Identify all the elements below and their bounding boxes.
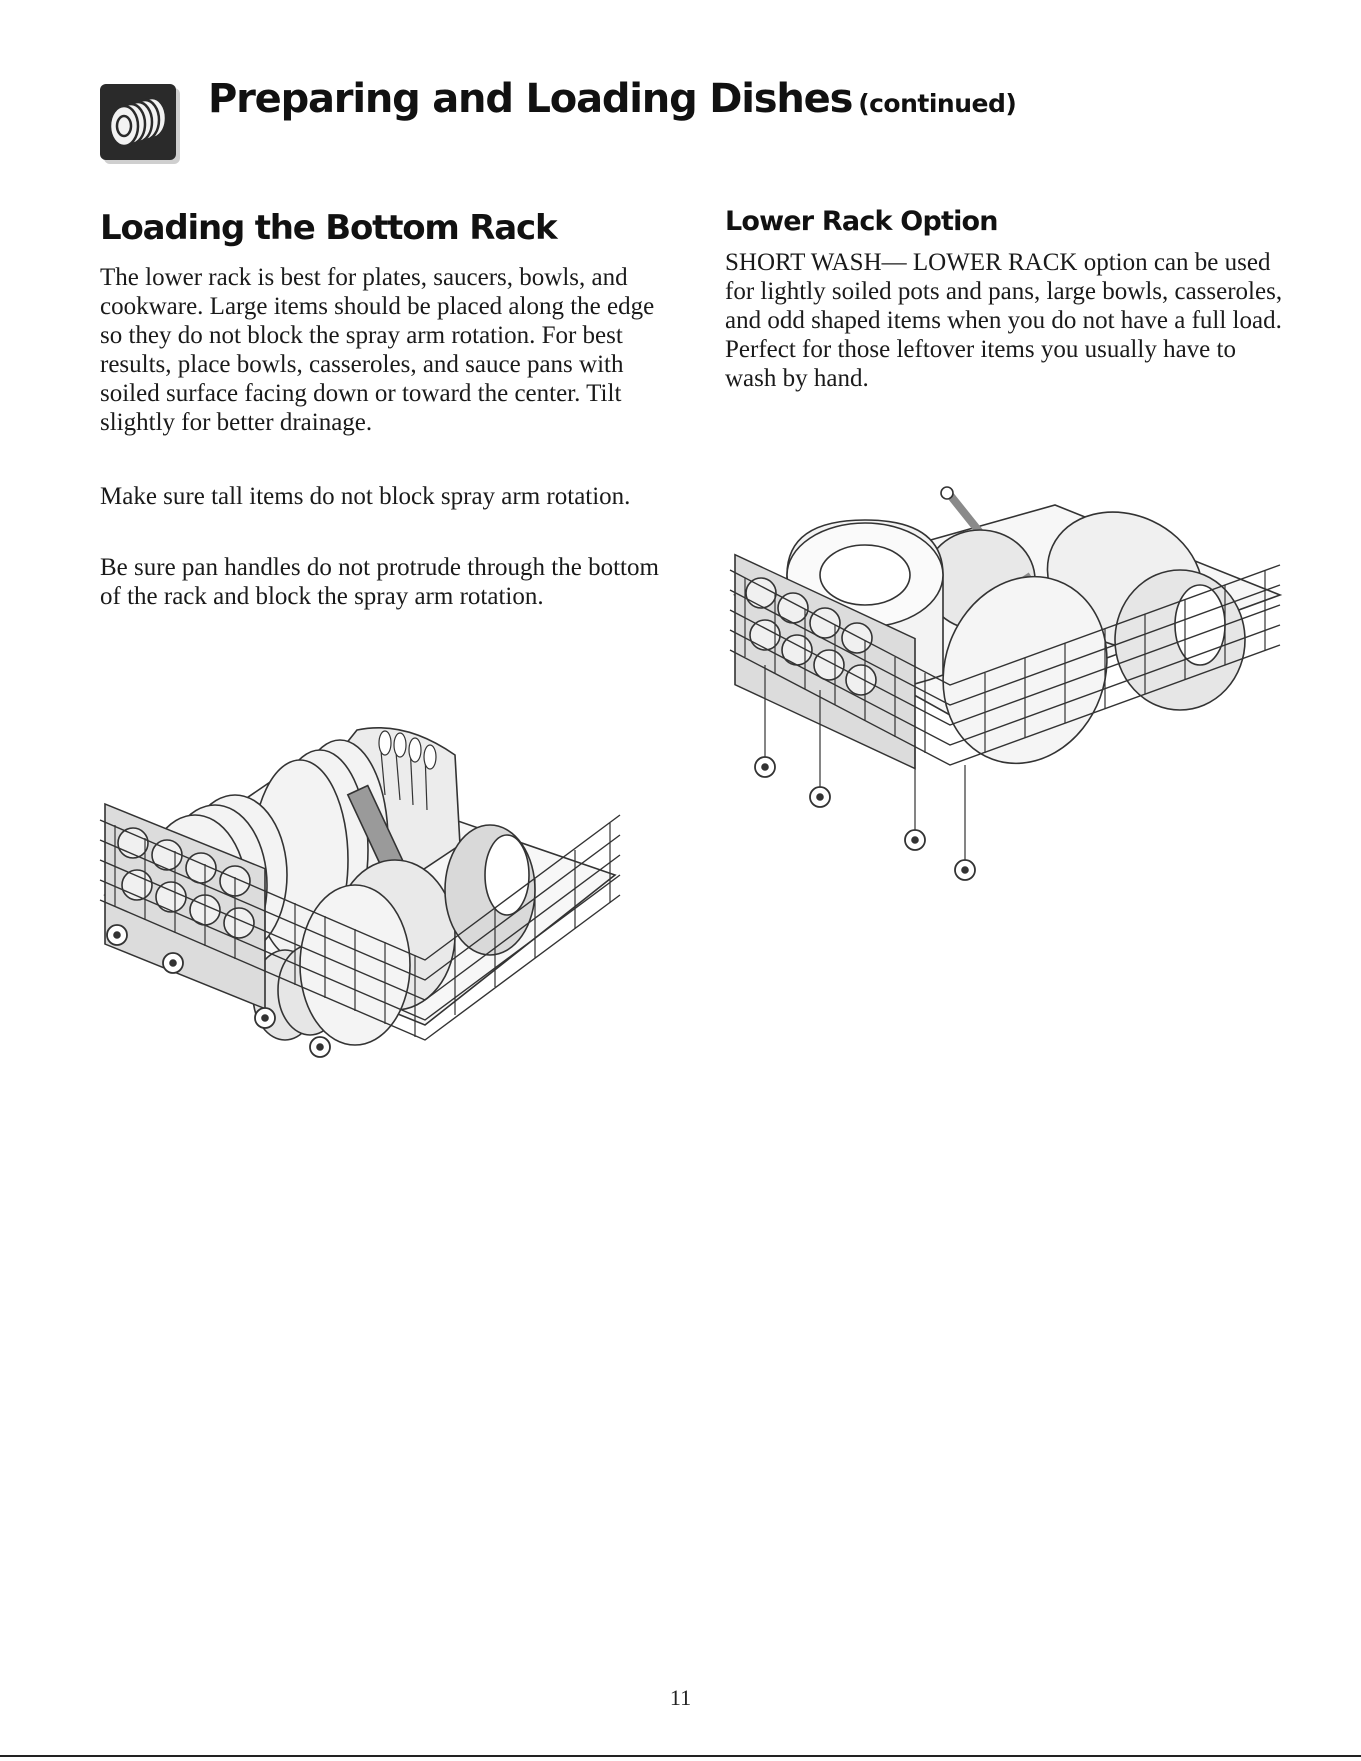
section-title-bottom-rack: Loading the Bottom Rack: [100, 208, 558, 248]
continued-label: (continued): [858, 89, 1017, 118]
lower-rack-option-paragraph: SHORT WASH— LOWER RACK option can be use…: [725, 249, 1283, 392]
page-title-text: Preparing and Loading Dishes: [208, 76, 853, 122]
stacked-plates-icon: [100, 84, 182, 166]
page-title: Preparing and Loading Dishes(continued): [208, 76, 1017, 122]
page-number: 11: [669, 1685, 692, 1710]
bottom-rack-paragraph-2: Make sure tall items do not block spray …: [100, 483, 631, 510]
bottom-divider: [0, 1755, 1361, 1757]
lower-rack-pots-illustration: [725, 485, 1285, 900]
bottom-rack-paragraph-3: Be sure pan handles do not protrude thro…: [100, 554, 659, 610]
section-title-lower-rack-option: Lower Rack Option: [725, 206, 999, 237]
bottom-rack-paragraph-1: The lower rack is best for plates, sauce…: [100, 264, 655, 436]
bottom-rack-loaded-illustration: [95, 725, 625, 1195]
